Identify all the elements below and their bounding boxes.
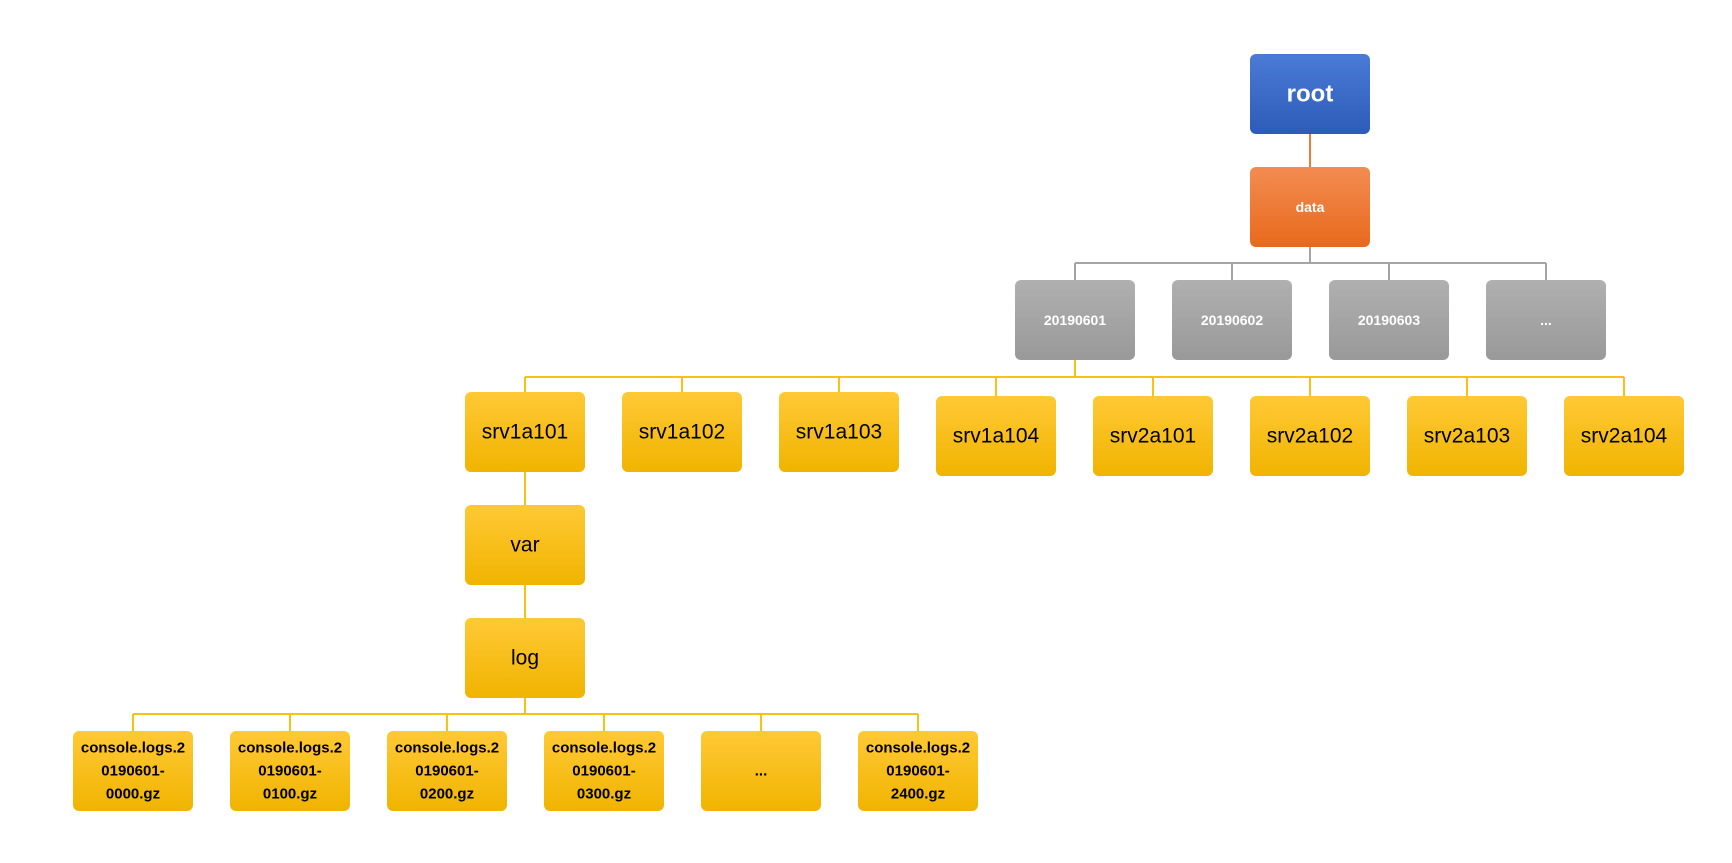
- node-file-3-label-2: 0190601-: [415, 763, 478, 780]
- node-file-4-label-3: 0300.gz: [577, 786, 631, 803]
- node-date-2-label: 20190602: [1201, 312, 1264, 328]
- node-var[interactable]: var: [465, 505, 585, 585]
- node-server-srv1a104-box: [936, 396, 1056, 476]
- node-date-2[interactable]: 20190602: [1172, 280, 1292, 360]
- node-server-srv2a104-box: [1564, 396, 1684, 476]
- node-file-2[interactable]: console.logs.2 0190601- 0100.gz: [230, 731, 350, 811]
- node-date-1-box: [1015, 280, 1135, 360]
- node-server-srv2a102[interactable]: srv2a102: [1250, 396, 1370, 476]
- node-file-6[interactable]: console.logs.2 0190601- 2400.gz: [858, 731, 978, 811]
- node-server-srv2a104-label: srv2a104: [1581, 425, 1668, 448]
- node-date-2-box: [1172, 280, 1292, 360]
- node-server-srv1a101-label: srv1a101: [482, 421, 568, 444]
- node-server-srv1a102-label: srv1a102: [639, 421, 725, 444]
- node-server-srv1a102-box: [622, 392, 742, 472]
- node-date-3[interactable]: 20190603: [1329, 280, 1449, 360]
- node-server-srv1a103-box: [779, 392, 899, 472]
- node-file-6-label-3: 2400.gz: [891, 786, 945, 803]
- node-log-box: [465, 618, 585, 698]
- node-var-label: var: [510, 534, 539, 557]
- node-file-6-label-2: 0190601-: [886, 763, 949, 780]
- node-file-1-label-2: 0190601-: [101, 763, 164, 780]
- node-server-srv2a101[interactable]: srv2a101: [1093, 396, 1213, 476]
- node-server-srv2a103-box: [1407, 396, 1527, 476]
- node-server-srv2a102-box: [1250, 396, 1370, 476]
- node-file-1-box: [73, 731, 193, 811]
- node-file-2-label-2: 0190601-: [258, 763, 321, 780]
- node-root-box: [1250, 54, 1370, 134]
- node-log-label: log: [511, 647, 539, 670]
- node-server-srv1a103[interactable]: srv1a103: [779, 392, 899, 472]
- node-file-2-label-1: console.logs.2: [238, 740, 342, 757]
- node-date-4[interactable]: ...: [1486, 280, 1606, 360]
- node-date-3-label: 20190603: [1358, 312, 1421, 328]
- node-file-4-label-2: 0190601-: [572, 763, 635, 780]
- node-file-5[interactable]: ...: [701, 731, 821, 811]
- node-date-1-label: 20190601: [1044, 312, 1107, 328]
- connector-lines: [132, 134, 1625, 731]
- node-date-1[interactable]: 20190601: [1015, 280, 1135, 360]
- node-server-srv1a102[interactable]: srv1a102: [622, 392, 742, 472]
- node-server-srv2a101-label: srv2a101: [1110, 425, 1196, 448]
- node-file-6-box: [858, 731, 978, 811]
- node-server-srv1a101-box: [465, 392, 585, 472]
- node-server-srv1a104[interactable]: srv1a104: [936, 396, 1056, 476]
- node-server-srv2a104[interactable]: srv2a104: [1564, 396, 1684, 476]
- node-server-srv1a103-label: srv1a103: [796, 421, 882, 444]
- node-server-srv1a101[interactable]: srv1a101: [465, 392, 585, 472]
- node-file-4-box: [544, 731, 664, 811]
- node-date-3-box: [1329, 280, 1449, 360]
- node-server-srv1a104-label: srv1a104: [953, 425, 1040, 448]
- node-date-4-box: [1486, 280, 1606, 360]
- node-file-1-label-1: console.logs.2: [81, 740, 185, 757]
- node-file-3-label-3: 0200.gz: [420, 786, 474, 803]
- node-server-srv2a103-label: srv2a103: [1424, 425, 1510, 448]
- node-file-5-box: [701, 731, 821, 811]
- node-file-4-label-1: console.logs.2: [552, 740, 656, 757]
- node-file-3-label-1: console.logs.2: [395, 740, 499, 757]
- node-log[interactable]: log: [465, 618, 585, 698]
- node-file-5-label: ...: [755, 763, 768, 780]
- node-file-2-label-3: 0100.gz: [263, 786, 317, 803]
- node-file-3-box: [387, 731, 507, 811]
- node-data[interactable]: data: [1250, 167, 1370, 247]
- node-file-6-label-1: console.logs.2: [866, 740, 970, 757]
- tree-nodes: root data 20190601 20190602 20190603... srv1a…: [73, 54, 1684, 811]
- node-date-4-label: ...: [1540, 312, 1552, 328]
- node-server-srv2a103[interactable]: srv2a103: [1407, 396, 1527, 476]
- node-root[interactable]: root: [1250, 54, 1370, 134]
- node-file-1[interactable]: console.logs.2 0190601- 0000.gz: [73, 731, 193, 811]
- node-data-box: [1250, 167, 1370, 247]
- node-var-box: [465, 505, 585, 585]
- node-file-2-box: [230, 731, 350, 811]
- node-server-srv2a101-box: [1093, 396, 1213, 476]
- node-server-srv2a102-label: srv2a102: [1267, 425, 1353, 448]
- node-file-4[interactable]: console.logs.2 0190601- 0300.gz: [544, 731, 664, 811]
- node-data-label: data: [1296, 199, 1325, 215]
- node-file-1-label-3: 0000.gz: [106, 786, 160, 803]
- node-file-3[interactable]: console.logs.2 0190601- 0200.gz: [387, 731, 507, 811]
- node-root-label: root: [1287, 81, 1334, 108]
